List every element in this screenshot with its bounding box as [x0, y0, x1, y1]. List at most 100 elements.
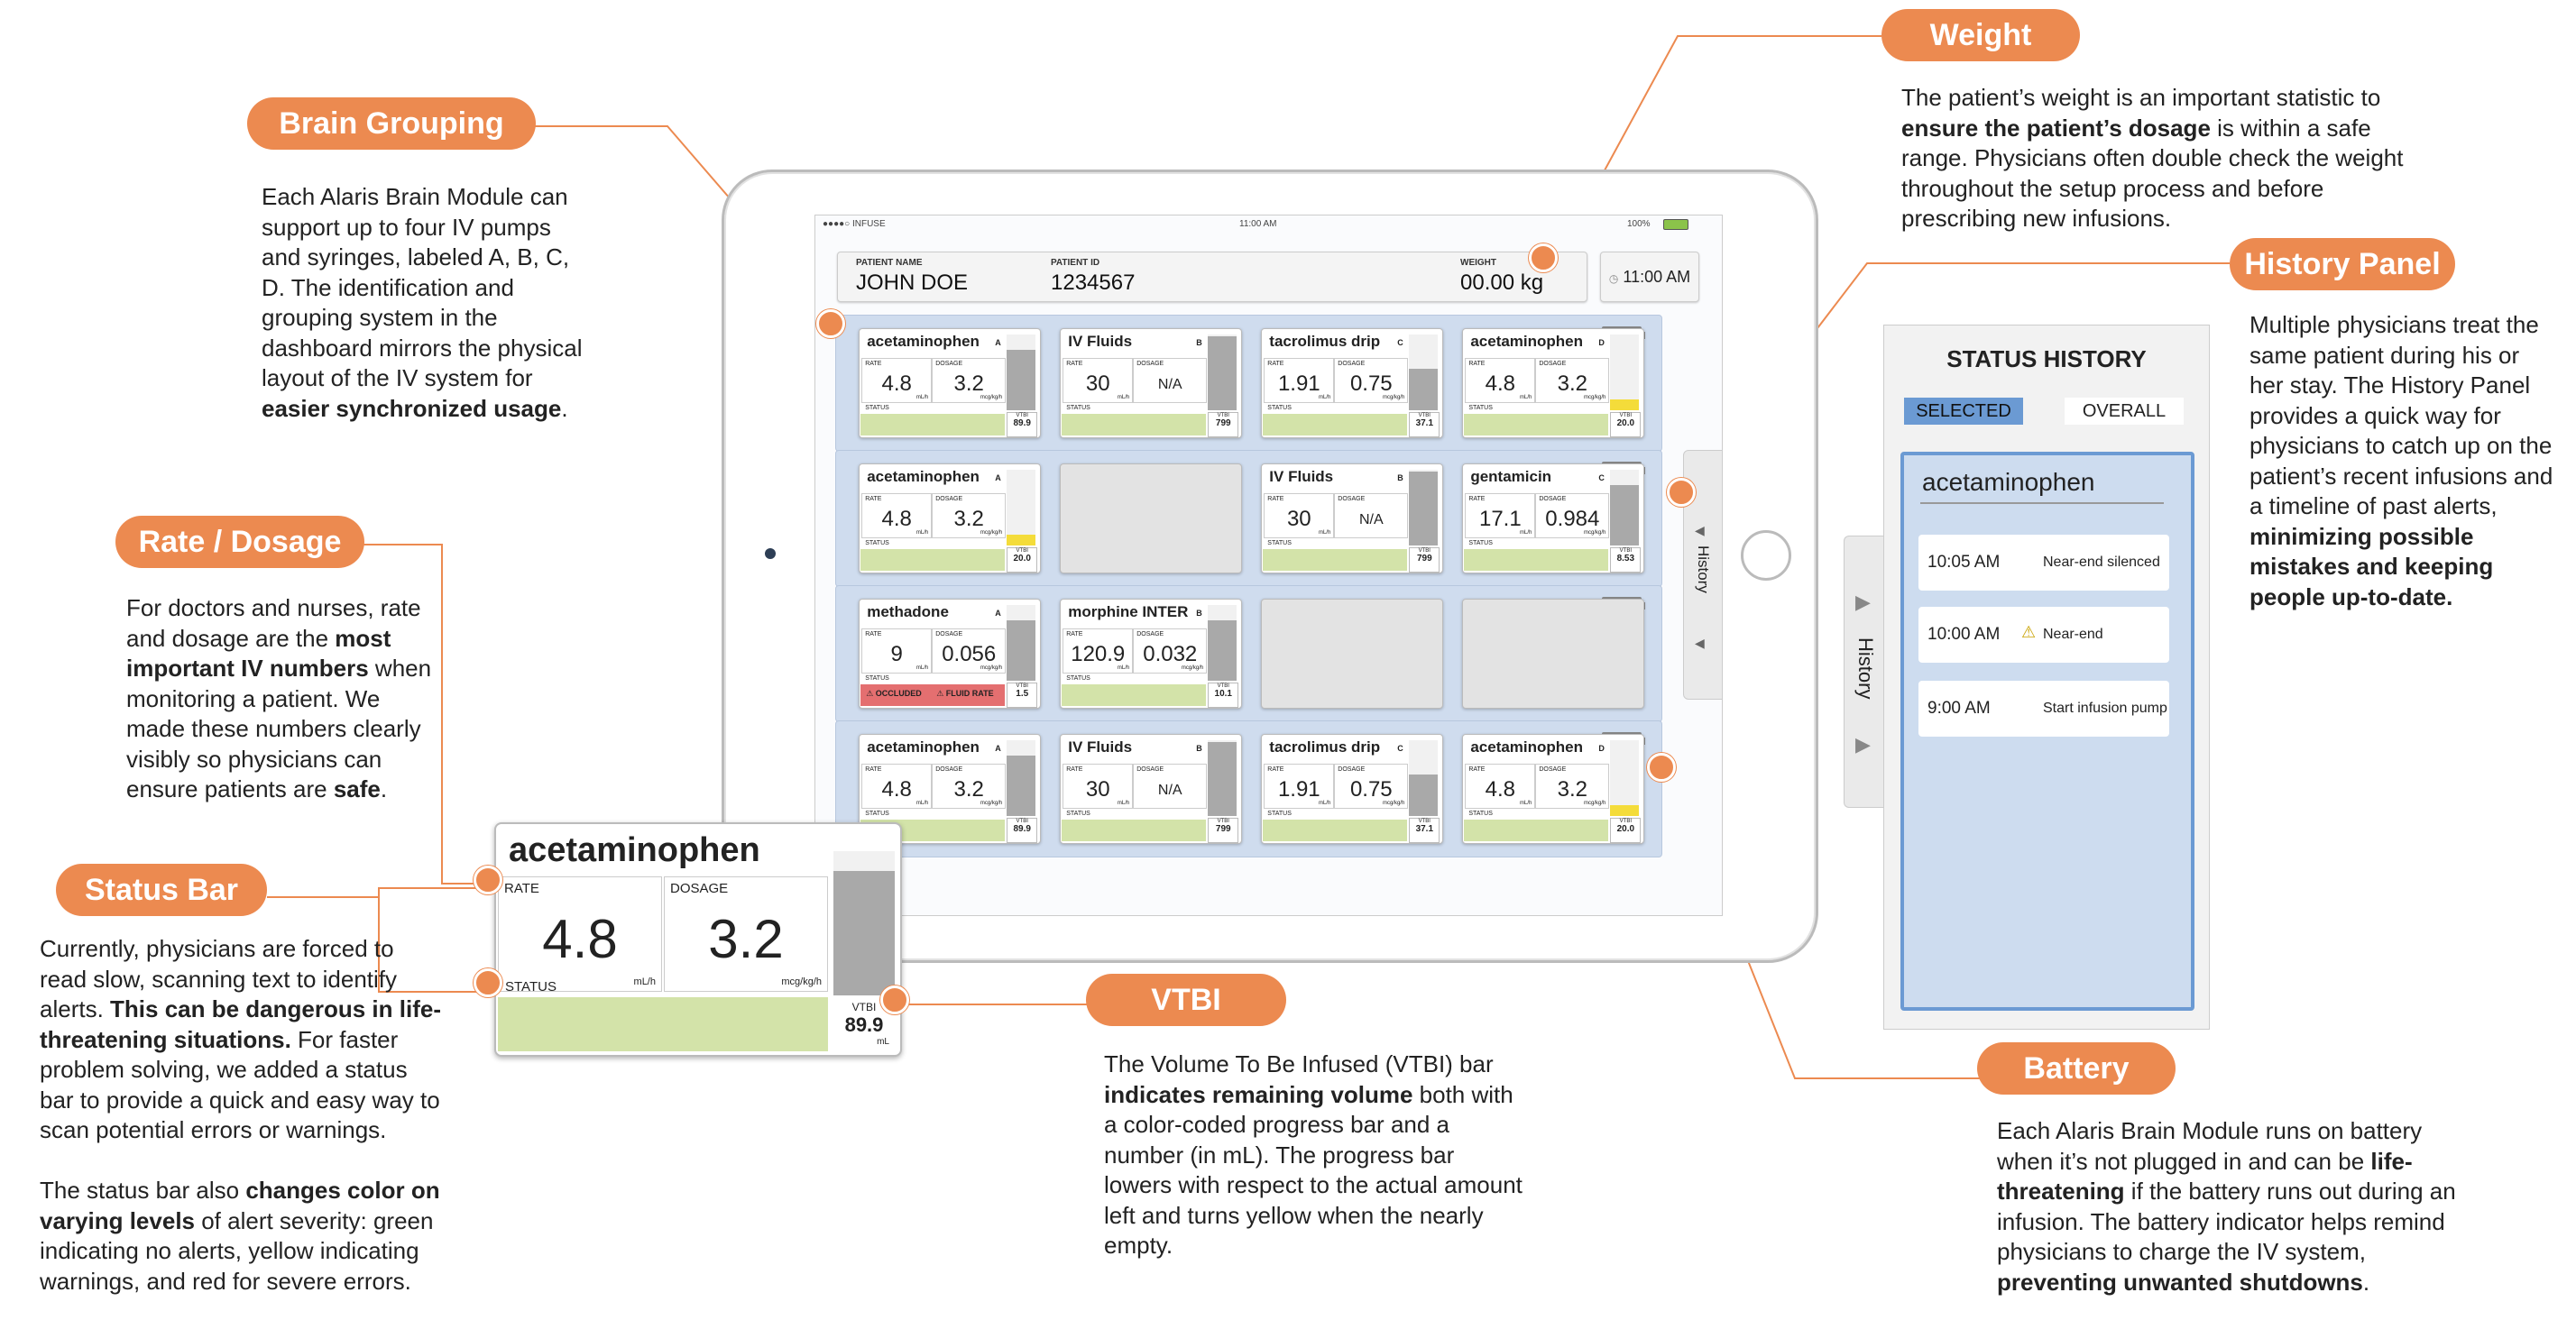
pump-rate-value: 1.91 [1277, 371, 1320, 396]
clock-time: 11:00 AM [1623, 268, 1691, 286]
pump-vtbi-label: VTBI [1217, 819, 1229, 824]
pump-dosage-label: DOSAGE [1338, 361, 1366, 367]
ipad-home-button[interactable] [1741, 530, 1791, 581]
brain-grouping-callout-title: Brain Grouping [247, 97, 536, 150]
pump-status-bar [1464, 820, 1609, 841]
pump-rate-label: RATE [1468, 766, 1486, 773]
history-divider [1920, 502, 2164, 504]
pump-vtbi-label: VTBI [1016, 683, 1028, 689]
zoom-rate-label: RATE [504, 881, 539, 896]
pump-vtbi-label: VTBI [1016, 819, 1028, 824]
pump-rate-label: RATE [1066, 766, 1083, 773]
zoom-drug-name: acetaminophen [509, 831, 760, 869]
pump-drug-name: gentamicin [1470, 468, 1552, 485]
pump-vtbi-bar [1610, 470, 1640, 545]
tab-selected[interactable]: SELECTED [1904, 398, 2023, 425]
pump-rate-value: 17.1 [1478, 507, 1522, 531]
empty-pump-slot[interactable] [1462, 599, 1645, 709]
history-marker [1667, 478, 1696, 507]
pump-rate-unit: mL/h [915, 801, 929, 806]
history-list: acetaminophen 10:05 AM Near-end silenced… [1900, 452, 2194, 1011]
history-side-tab[interactable]: ▶ History ▶ [1844, 536, 1884, 808]
pump-drug-name: acetaminophen [867, 468, 980, 485]
history-item[interactable]: 10:05 AM Near-end silenced [1918, 535, 2169, 591]
zoomed-pump-card: acetaminophen RATE 4.8 mL/h DOSAGE 3.2 m… [494, 822, 902, 1057]
clock-icon: ◷ [1608, 272, 1619, 285]
pump-vtbi-value: 20.0 [1616, 418, 1635, 428]
warning-icon: ⚠ [2021, 623, 2037, 641]
pump-status-label: STATUS [1267, 811, 1292, 817]
pump-vtbi-label: VTBI [1418, 413, 1431, 418]
tab-overall[interactable]: OVERALL [2065, 398, 2184, 425]
pump-rate-unit: mL/h [1519, 530, 1532, 536]
status-bar-callout-title: Status Bar [56, 864, 267, 916]
pump-letter: D [1598, 744, 1605, 753]
pump-dosage-unit: mcg/kg/h [1382, 801, 1405, 806]
pump-status-bar [1263, 414, 1408, 435]
pump-drug-name: acetaminophen [867, 738, 980, 756]
pump-dosage-label: DOSAGE [1539, 496, 1567, 502]
pump-dosage-label: DOSAGE [935, 631, 963, 637]
pump-letter: D [1598, 338, 1605, 347]
zoom-vtbi-bar [833, 851, 895, 995]
pump-letter: B [1196, 338, 1202, 347]
pump-rate-value: 30 [1085, 777, 1110, 802]
pump-status-label: STATUS [1066, 811, 1090, 817]
weight-label: WEIGHT [1460, 258, 1496, 268]
pump-vtbi-label: VTBI [1217, 413, 1229, 418]
pump-rate-label: RATE [865, 361, 882, 367]
history-item-time: 10:05 AM [1927, 553, 2001, 572]
pump-drug-name: morphine INTER [1068, 603, 1189, 620]
pump-rate-value: 9 [890, 642, 903, 666]
zoom-vtbi-box: VTBI 89.9 mL [833, 997, 895, 1051]
battery-callout-text: Each Alaris Brain Module runs on battery… [1997, 1117, 2456, 1296]
pump-vtbi-value: 799 [1416, 554, 1432, 564]
pump-vtbi-bar [1409, 335, 1439, 410]
pump-dosage-value: 3.2 [953, 777, 984, 802]
history-item[interactable]: 9:00 AM Start infusion pump [1918, 681, 2169, 737]
pump-dosage-label: DOSAGE [1136, 361, 1164, 367]
pump-drug-name: acetaminophen [1470, 738, 1584, 756]
history-item[interactable]: 10:00 AM ⚠ Near-end [1918, 607, 2169, 663]
pump-dosage-value: 3.2 [1557, 371, 1588, 396]
pump-vtbi-value: 37.1 [1415, 418, 1434, 428]
pump-letter: B [1196, 744, 1202, 753]
pump-dosage-label: DOSAGE [935, 361, 963, 367]
pump-dosage-label: DOSAGE [1338, 766, 1366, 773]
pump-vtbi-label: VTBI [1418, 819, 1431, 824]
empty-pump-slot[interactable] [1060, 463, 1243, 573]
pump-dosage-value: N/A [1157, 783, 1182, 798]
pump-vtbi-bar [1007, 470, 1036, 545]
status-battery-icon [1663, 219, 1688, 230]
dashboard-screen: ●●●●○ INFUSE 11:00 AM 100% PATIENT NAME … [814, 215, 1723, 916]
pump-vtbi-bar [1208, 335, 1237, 410]
empty-pump-slot[interactable] [1261, 599, 1444, 709]
pump-status-bar [1464, 549, 1609, 571]
pump-rate-label: RATE [1066, 361, 1083, 367]
pump-rate-label: RATE [865, 766, 882, 773]
